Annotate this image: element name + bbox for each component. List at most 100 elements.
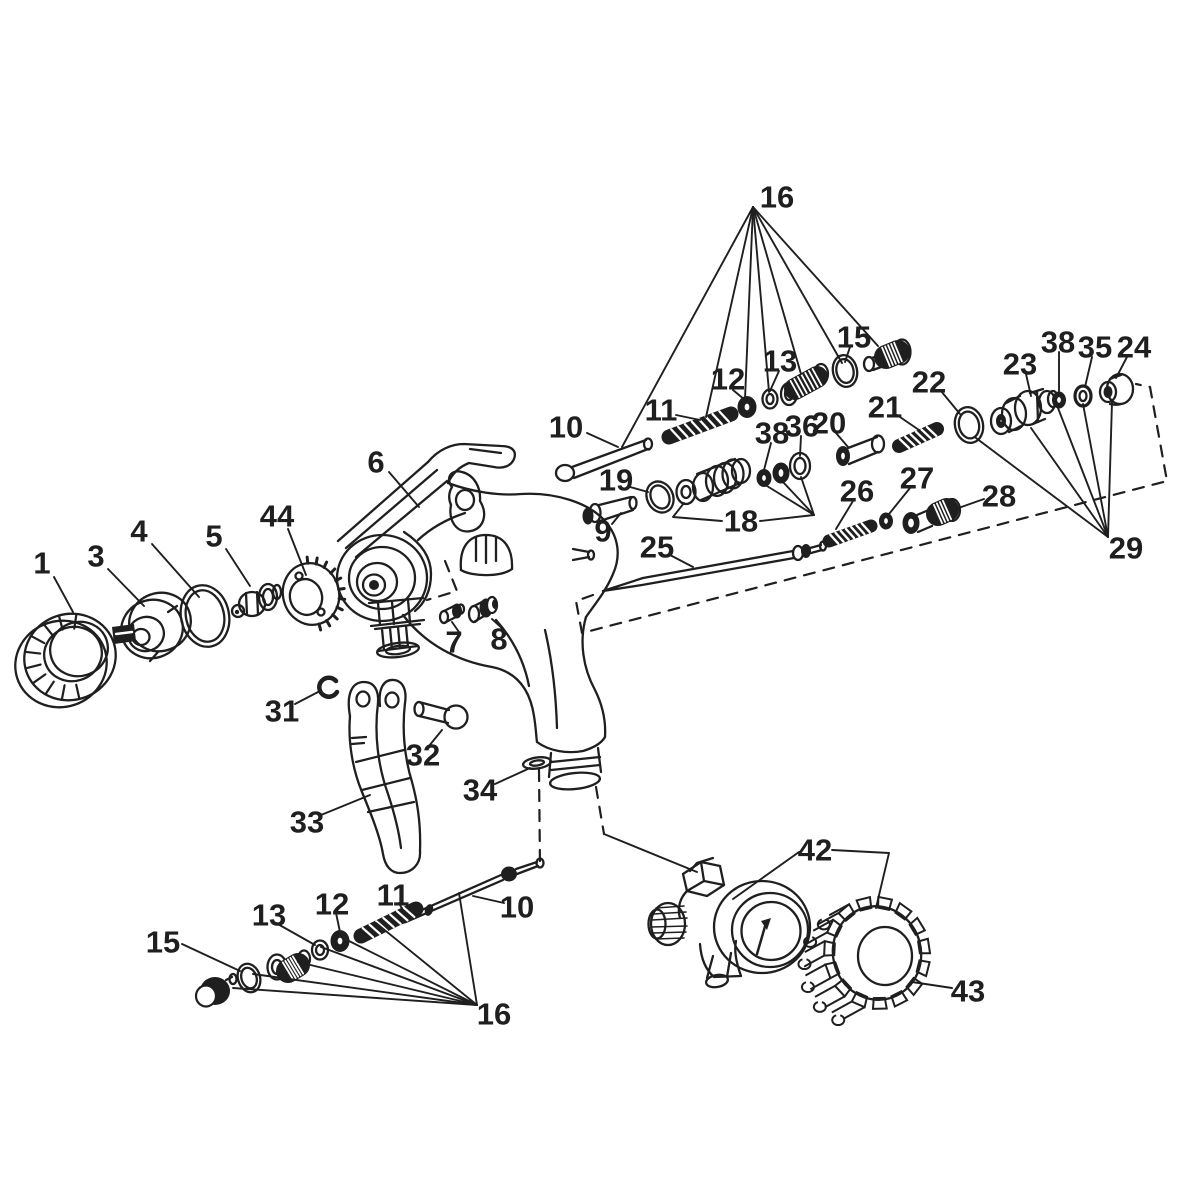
callout-leader-lines bbox=[53, 206, 1128, 1006]
leader-rod-lower-0 bbox=[472, 895, 505, 904]
leader-spline-wrench-0 bbox=[911, 981, 953, 989]
part-label-gun-body: 6 bbox=[367, 445, 384, 480]
part-label-clip: 31 bbox=[265, 694, 299, 729]
drawing-washer-right bbox=[1073, 384, 1093, 408]
drawing-seal-right bbox=[1052, 391, 1066, 409]
fan-line-kit-group-upper-5 bbox=[752, 206, 843, 364]
leader-nut-small-0 bbox=[888, 487, 911, 515]
fan-line-kit-group-upper-3 bbox=[752, 206, 770, 393]
part-label-trigger-pin: 32 bbox=[406, 738, 440, 773]
part-label-plug: 8 bbox=[490, 622, 507, 657]
part-label-kit-group-right: 29 bbox=[1109, 531, 1143, 566]
part-label-spring-upper: 11 bbox=[645, 393, 678, 428]
leader-seal-mid-0 bbox=[763, 442, 772, 471]
fan-line-kit-group-lower-0 bbox=[232, 987, 478, 1006]
leader-nut-bottom-0 bbox=[335, 912, 341, 933]
part-label-spring-lower: 26 bbox=[840, 474, 874, 509]
drawing-valve-assembly bbox=[675, 451, 812, 506]
leader-washer-upper-0 bbox=[769, 370, 780, 392]
leader-air-valve-0 bbox=[1025, 373, 1032, 397]
part-label-nut-small: 27 bbox=[900, 461, 934, 496]
drawing-plug-small bbox=[438, 603, 466, 625]
fan-line-kit-group-upper-2 bbox=[744, 206, 754, 400]
drawing-spring-0 bbox=[661, 406, 739, 445]
dashed-path-2 bbox=[594, 785, 606, 836]
leader-baffle-ring-0 bbox=[287, 528, 307, 576]
drawing-knurl-band-0 bbox=[784, 366, 828, 400]
leader-retaining-ring-0 bbox=[53, 576, 74, 613]
drawing-kit-knob-lower bbox=[194, 972, 238, 1008]
drawing-knurl-band-3 bbox=[874, 340, 910, 369]
drawing-o-ring-large bbox=[179, 584, 231, 648]
leader-valve-assembly-0 bbox=[672, 502, 723, 522]
drawing-baffle-teeth bbox=[305, 555, 347, 632]
leader-air-cap-0 bbox=[107, 568, 145, 607]
leader-fluid-nozzle-0 bbox=[225, 548, 251, 587]
drawing-nut-upper bbox=[737, 396, 757, 418]
leader-plug-small-0 bbox=[451, 621, 460, 633]
fan-line-kit-group-right-2 bbox=[1057, 407, 1109, 538]
drawing-nut-bottom bbox=[330, 930, 350, 952]
part-label-retaining-ring: 1 bbox=[33, 546, 50, 581]
leader-valve-assembly-2 bbox=[782, 481, 815, 516]
fan-line-kit-group-right-1 bbox=[1030, 427, 1109, 538]
leader-screw-0 bbox=[611, 512, 622, 525]
generated-part-details bbox=[25, 340, 959, 1026]
leader-trigger-pin-0 bbox=[428, 729, 443, 747]
fan-line-kit-group-lower-2 bbox=[297, 961, 478, 1006]
drawing-gun-body bbox=[335, 442, 619, 791]
leader-pin-bushing-0 bbox=[835, 432, 849, 448]
part-label-o-ring-large: 4 bbox=[130, 514, 148, 549]
drawing-screw bbox=[582, 495, 638, 525]
fan-line-kit-group-lower-1 bbox=[252, 973, 478, 1006]
part-label-kit-group-lower: 16 bbox=[477, 997, 511, 1032]
leader-gun-body-0 bbox=[388, 471, 420, 508]
part-label-plug-small: 7 bbox=[445, 625, 462, 660]
part-label-spring-right: 21 bbox=[868, 390, 902, 425]
part-label-seal-right: 38 bbox=[1041, 325, 1075, 360]
drawing-air-valve bbox=[989, 387, 1060, 436]
drawing-spring-2 bbox=[822, 519, 878, 548]
fan-line-kit-group-upper-1 bbox=[705, 206, 754, 418]
part-label-air-cap: 3 bbox=[87, 539, 104, 574]
leader-trigger-0 bbox=[320, 794, 371, 816]
drawing-retaining-ring-flutes bbox=[25, 614, 81, 700]
drawing-nut-small bbox=[879, 512, 893, 530]
leader-o-ring-right-0 bbox=[940, 390, 961, 415]
dashed-path-1 bbox=[537, 768, 542, 868]
leader-spring-upper-0 bbox=[675, 414, 701, 421]
part-label-rod-upper: 10 bbox=[549, 410, 583, 445]
leader-gauge-valve-0 bbox=[732, 851, 800, 900]
leader-o-ring-small-0 bbox=[799, 435, 802, 457]
part-label-rod-lower: 10 bbox=[500, 890, 534, 925]
part-label-gauge-valve: 42 bbox=[798, 833, 832, 868]
drawing-o-ring-mid bbox=[645, 480, 675, 514]
parts-drawings bbox=[14, 338, 1135, 1008]
part-label-washer-upper: 13 bbox=[763, 344, 797, 379]
drawing-trigger-pin bbox=[413, 700, 469, 730]
leader-spring-lower-0 bbox=[835, 500, 854, 530]
part-label-o-ring-small: 36 bbox=[785, 409, 819, 444]
drawing-spring-1 bbox=[892, 422, 944, 453]
drawing-air-cap bbox=[112, 591, 192, 663]
drawing-knurl-band-1 bbox=[276, 953, 310, 983]
leader-fluid-needle-0 bbox=[669, 554, 694, 568]
part-label-o-ring-bottom: 15 bbox=[146, 925, 180, 960]
part-label-fitting: 28 bbox=[982, 479, 1016, 514]
drawing-knurl-band-2 bbox=[926, 498, 959, 526]
leader-o-ring-large-0 bbox=[151, 543, 200, 598]
fan-line-kit-group-lower-5 bbox=[375, 922, 478, 1006]
part-label-fluid-nozzle: 5 bbox=[205, 519, 222, 554]
part-label-fluid-needle: 25 bbox=[640, 530, 674, 565]
leader-washer-bottom-0 bbox=[275, 922, 316, 946]
drawing-fitting bbox=[902, 497, 962, 534]
leader-plug-0 bbox=[491, 618, 504, 630]
part-label-cap-nut: 24 bbox=[1117, 330, 1152, 365]
leader-o-ring-bottom-0 bbox=[181, 943, 241, 972]
fan-line-kit-group-right-0 bbox=[975, 437, 1109, 538]
leader-clip-0 bbox=[294, 690, 321, 705]
fan-line-kit-group-upper-4 bbox=[752, 206, 802, 375]
leader-fitting-0 bbox=[949, 498, 985, 512]
